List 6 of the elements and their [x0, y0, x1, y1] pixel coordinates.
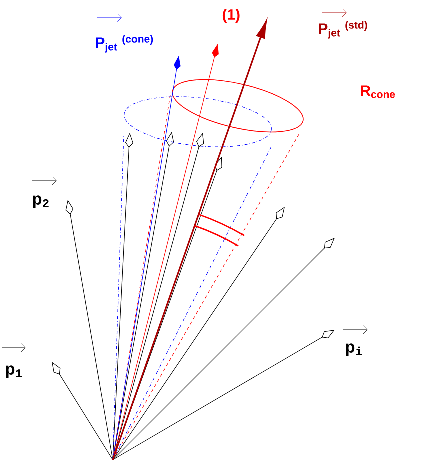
- vector-label: p$_{1}$: [2, 344, 26, 378]
- vector-label: p$_{i}$: [342, 326, 368, 356]
- vector-label: p$_{2}$: [32, 176, 57, 208]
- vector-label: P$_{jet}$ (std): [319, 8, 368, 39]
- vector-label: R$_{cone}$: [361, 86, 396, 98]
- vector-label: (1): [222, 9, 240, 23]
